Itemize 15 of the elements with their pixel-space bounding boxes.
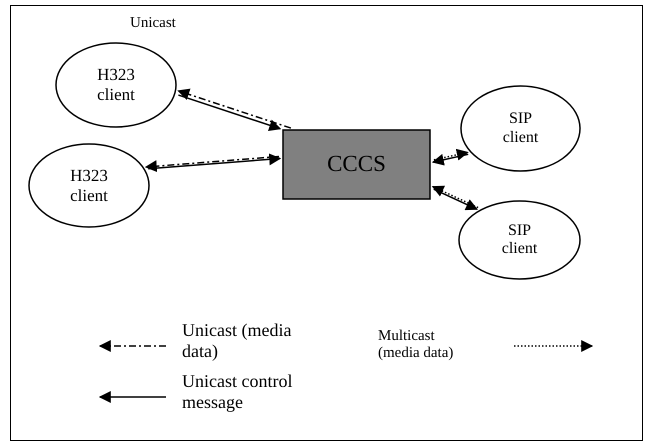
arrow — [178, 94, 282, 131]
arrow — [144, 156, 280, 172]
node-label: H323 client — [96, 65, 136, 105]
annotation-text: Unicast — [130, 15, 176, 32]
legend-text: Multicast (media data) — [378, 328, 454, 362]
node-label: CCCS — [327, 151, 386, 178]
legend-text: Unicast (media data) — [182, 320, 292, 362]
arrow — [148, 153, 282, 170]
arrow — [177, 88, 292, 129]
node-label: SIP client — [500, 222, 538, 258]
node-label: H323 client — [69, 166, 109, 206]
node-label: SIP client — [502, 110, 540, 147]
legend-text: Unicast control message — [182, 371, 294, 412]
arrow — [432, 154, 468, 166]
arrow — [434, 148, 469, 161]
